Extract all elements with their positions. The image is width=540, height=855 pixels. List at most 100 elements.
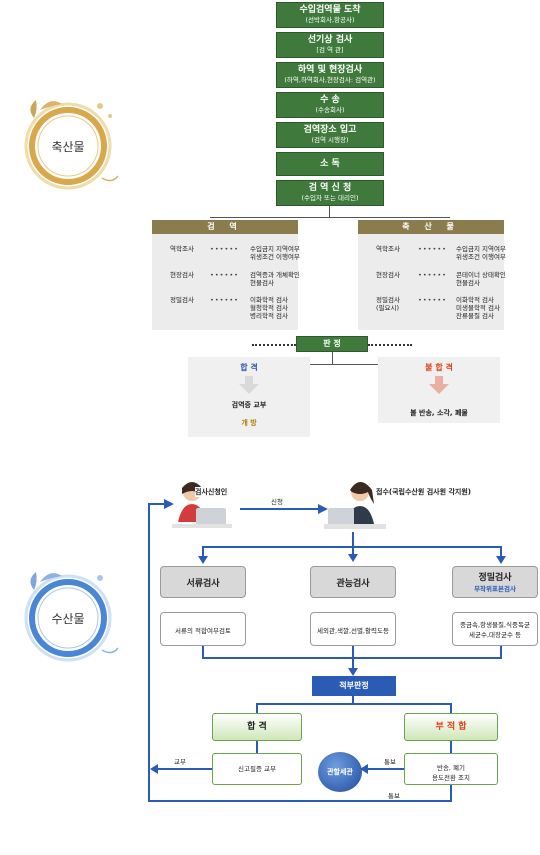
step-storage: 검역장소 입고(검역 시행장) — [276, 122, 384, 148]
flow-line — [352, 646, 354, 658]
customs-label: 관할세관 — [327, 768, 353, 776]
seafood-judgement: 적부판정 — [312, 676, 396, 696]
feedback-line — [148, 800, 452, 802]
inspection-value: 현물검사 — [250, 279, 274, 287]
certificate-label: 신고필증 교부 — [238, 765, 276, 773]
flow-line — [256, 703, 258, 713]
inspection-value: 혈청학적 검사 — [250, 304, 288, 312]
flow-line — [500, 546, 502, 558]
livestock-badge-ornament-icon — [24, 100, 119, 190]
flow-line — [202, 546, 204, 558]
precision-test-detail-text: 세균수,대장균수 등 — [469, 631, 521, 639]
flow-line — [202, 546, 502, 548]
arrow-right-icon — [318, 504, 328, 514]
document-test-detail-text: 서류의 적합여부검토 — [175, 627, 231, 635]
flow-line — [450, 741, 452, 753]
applicant-label: 검사신청인 — [195, 487, 228, 497]
step-disinfection: 소 독 — [276, 152, 384, 176]
notify-label-2: 통보 — [388, 792, 400, 800]
step-transport: 수 송(수송회사) — [276, 92, 384, 118]
apply-label: 신청 — [271, 498, 283, 506]
connector-line — [332, 352, 333, 364]
apply-arrow — [240, 508, 320, 510]
receiver-person-icon — [324, 482, 386, 529]
certificate-box: 신고필증 교부 — [212, 753, 302, 785]
flow-line — [352, 696, 354, 704]
livestock-pass-panel — [188, 357, 310, 437]
document-test-box: 서류검사 — [160, 566, 246, 598]
arrow-down-icon — [496, 556, 506, 564]
customs-circle: 관할세관 — [318, 752, 362, 792]
seafood-fail-box: 부 적 합 — [404, 713, 498, 741]
seafood-badge: 수산물 — [10, 560, 130, 670]
flow-line — [256, 703, 452, 705]
applicant-person-icon — [172, 482, 232, 528]
inspection-value: 현물검사 — [456, 279, 480, 287]
arrow-left-icon — [360, 764, 368, 774]
seafood-pass-label: 합 격 — [247, 722, 267, 732]
step-onboard-inspection: 선기상 검사[검 역 관] — [276, 32, 384, 58]
dot-leader: •••••• — [418, 271, 448, 279]
arrow-down-icon — [348, 554, 358, 562]
precision-test-detail-text: 중금속,항생물질,식중독균 — [460, 621, 530, 629]
down-arrow-icon — [239, 376, 259, 394]
precision-test-title: 정밀검사 — [478, 573, 512, 583]
dotted-connector — [368, 344, 412, 346]
livestock-fail-line1: 불 반송, 소각, 폐물 — [410, 409, 468, 417]
livestock-badge-label: 축산물 — [51, 140, 85, 154]
inspection-key: 역학조사 — [376, 245, 400, 253]
flow-line — [450, 703, 452, 713]
inspection-value: 위생조건 이행여부 — [250, 253, 300, 261]
sensory-test-detail: 세외관,색깔,선별,활력도등 — [310, 612, 396, 646]
inspection-value: 미생물학적 검사 — [456, 304, 500, 312]
arrow-right-icon — [164, 499, 174, 509]
arrow-down-icon — [348, 668, 358, 676]
inspection-key: 현장검사 — [170, 271, 194, 279]
inspection-value: 이화학적 검사 — [250, 296, 288, 304]
inspection-key: 현장검사 — [376, 271, 400, 279]
seafood-fail-label: 부 적 합 — [435, 722, 467, 732]
connector-line — [238, 364, 428, 365]
step-unloading-inspection: 하역 및 현장검사(하역,하역회사,현장검사: 검역관) — [276, 62, 384, 88]
precision-test-subtitle: 무작위표본검사 — [474, 585, 516, 593]
inspection-value: 검역증과 개체확인 — [250, 271, 300, 279]
return-line1: 반송, 폐기 — [436, 764, 466, 772]
livestock-fail-title: 불 합 격 — [425, 363, 453, 372]
livestock-badge: 축산물 — [10, 88, 130, 198]
connector-line — [210, 217, 450, 218]
inspection-value: 수입금지 지역여부 — [250, 245, 300, 253]
sensory-test-detail-text: 세외관,색깔,선별,활력도등 — [317, 627, 389, 635]
document-test-detail: 서류의 적합여부검토 — [160, 612, 246, 646]
dot-leader: •••••• — [210, 245, 240, 253]
livestock-pass-line1: 검역증 교부 — [231, 401, 267, 409]
sensory-test-box: 관능검사 — [310, 566, 396, 598]
seafood-badge-label: 수산물 — [51, 612, 85, 626]
dot-leader: •••••• — [418, 296, 448, 304]
inspection-value: 잔류물질 검사 — [456, 312, 494, 320]
step-application: 검 역 신 청(수입자 또는 대리인) — [276, 180, 384, 206]
dot-leader: •••••• — [210, 296, 240, 304]
feedback-line — [148, 503, 166, 505]
feedback-line — [148, 503, 150, 802]
arrow-left-icon — [150, 764, 158, 774]
receiver-label: 접수(국립수산원 검사원 각지원) — [376, 488, 471, 496]
issue-line — [154, 768, 212, 770]
dot-leader: •••••• — [210, 271, 240, 279]
seafood-pass-box: 합 격 — [212, 713, 302, 741]
livestock-pass-line2: 개 방 — [241, 419, 257, 427]
return-box: 반송, 폐기 용도전환 조치 — [404, 753, 498, 785]
inspection-key: 역학조사 — [170, 245, 194, 253]
precision-test-box: 정밀검사 무작위표본검사 — [452, 566, 538, 598]
dot-leader: •••••• — [418, 245, 448, 253]
inspection-key-note: (필요시) — [376, 304, 400, 312]
inspection-value: 수입금지 지역여부 — [456, 245, 506, 253]
livestock-pass-title: 합 격 — [240, 363, 258, 372]
return-line2: 용도전환 조치 — [432, 774, 470, 782]
arrow-down-icon — [198, 556, 208, 564]
inspection-key: 정밀검사 — [376, 296, 400, 304]
flow-line — [364, 768, 404, 770]
issue-label: 교부 — [174, 758, 186, 766]
flow-line — [352, 532, 354, 554]
precision-test-detail: 중금속,항생물질,식중독균 세균수,대장균수 등 — [452, 612, 538, 646]
document-test-title: 서류검사 — [186, 579, 220, 589]
